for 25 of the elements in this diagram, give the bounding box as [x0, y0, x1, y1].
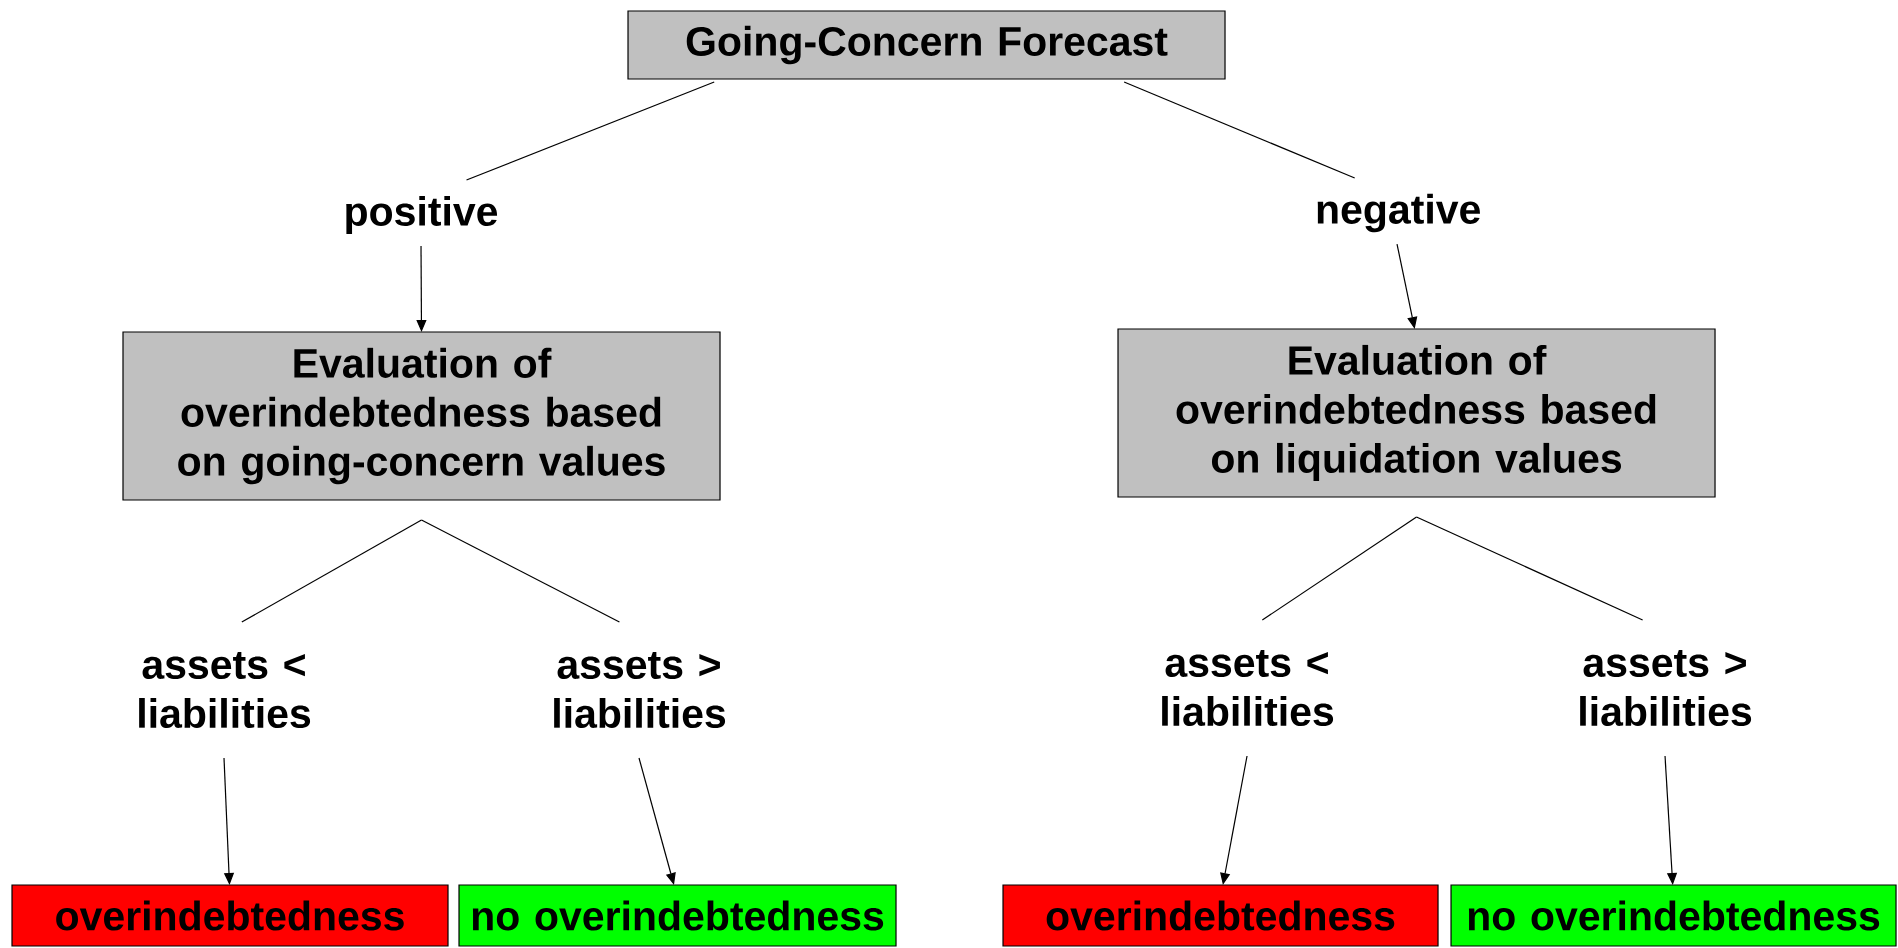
arrow — [223, 757, 235, 885]
condition-label: assets > liabilities — [1580, 649, 1752, 727]
condition-label: assets < liabilities — [1162, 649, 1334, 727]
connector-line — [1261, 516, 1418, 621]
arrow — [1396, 243, 1418, 329]
arrow — [638, 757, 676, 885]
branch-label: positive — [346, 195, 498, 235]
result-box: no overindebtedness — [458, 884, 897, 947]
process-box: Evaluation of overindebtedness based on going-concern values — [122, 331, 721, 501]
branch-label: negative — [1317, 193, 1480, 233]
arrow — [416, 245, 427, 332]
condition-label: assets > liabilities — [554, 651, 726, 729]
connector-line — [465, 81, 715, 181]
connector-line — [420, 519, 620, 623]
condition-label: assets < liabilities — [139, 651, 311, 729]
result-box: overindebtedness — [1002, 884, 1439, 947]
arrow — [1220, 755, 1248, 885]
connector-line — [241, 519, 423, 623]
result-box: no overindebtedness — [1450, 884, 1897, 947]
result-box: overindebtedness — [11, 884, 449, 947]
connector-line — [1123, 81, 1356, 179]
connector-line — [1415, 516, 1644, 621]
arrow — [1664, 755, 1678, 885]
title-box: Going-Concern Forecast — [627, 10, 1226, 80]
process-box: Evaluation of overindebtedness based on liquidation values — [1117, 328, 1716, 498]
